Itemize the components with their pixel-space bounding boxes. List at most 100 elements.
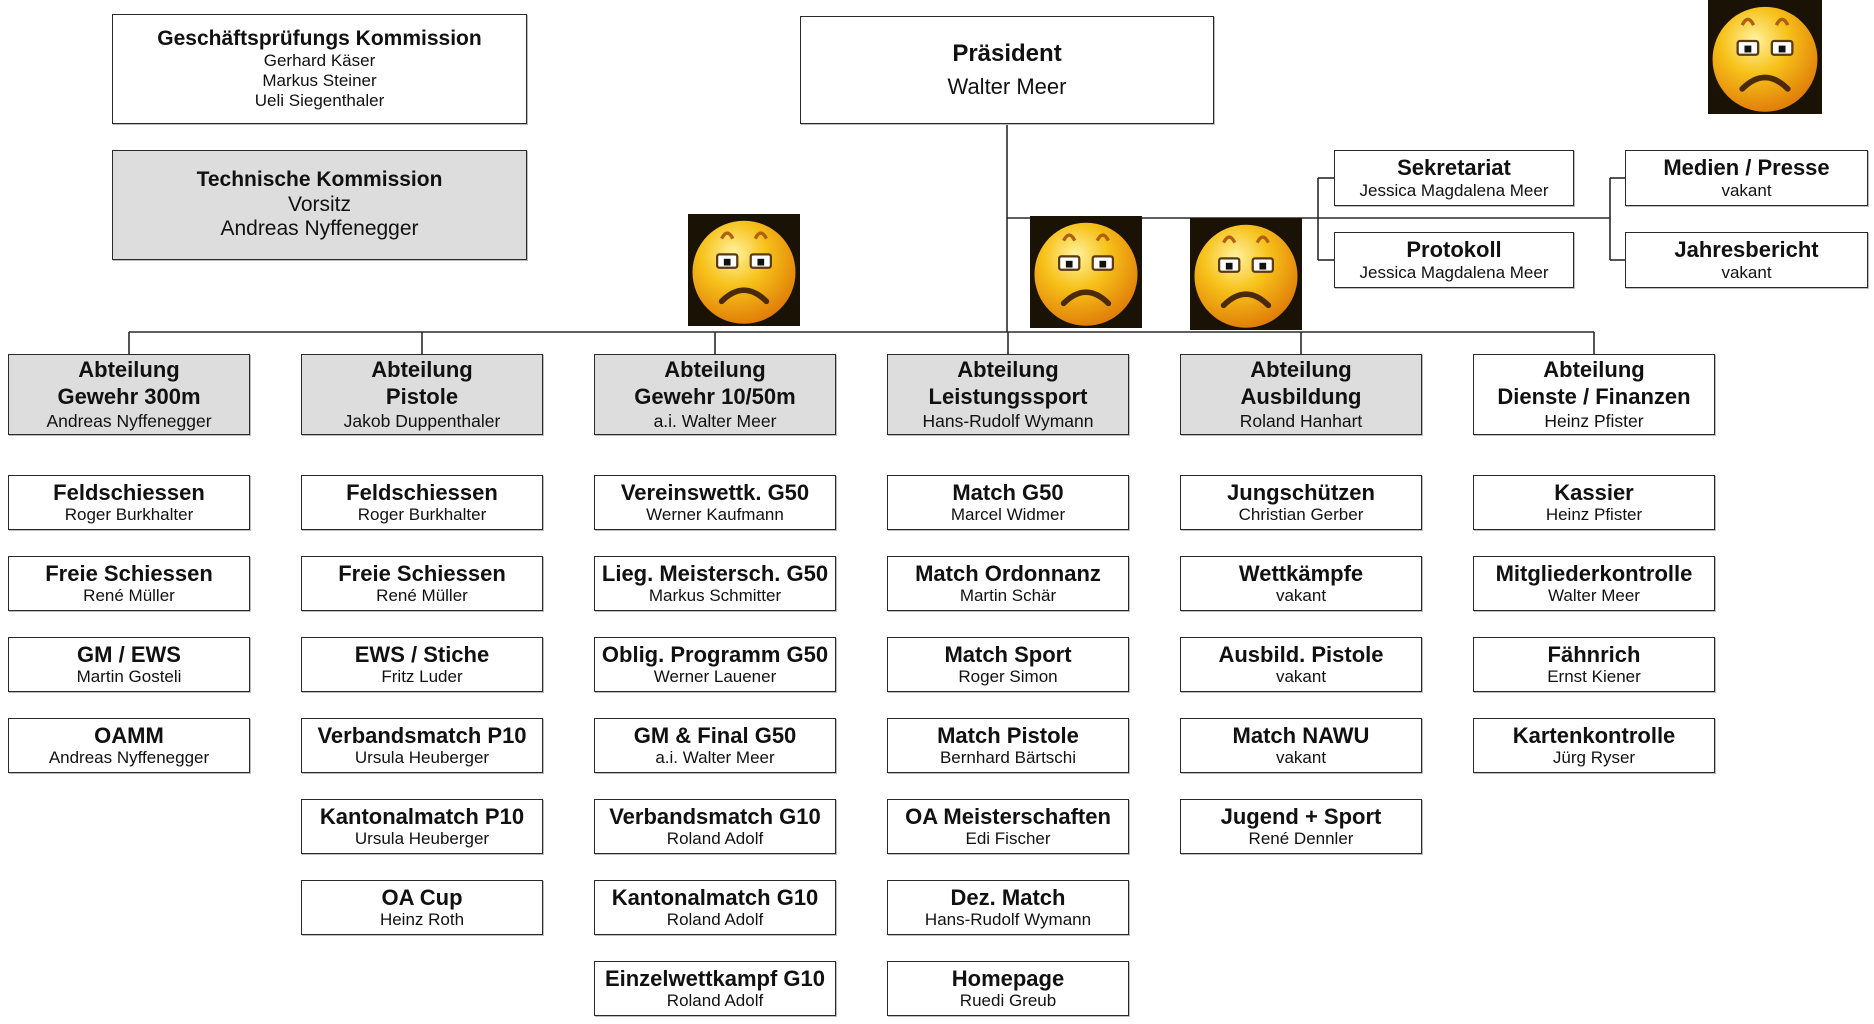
task-title: GM & Final G50 xyxy=(633,722,797,748)
president-title: Präsident xyxy=(952,39,1062,67)
task-name: Werner Kaufmann xyxy=(646,505,784,525)
gpk-member: Markus Steiner xyxy=(262,71,377,91)
task-name: Heinz Pfister xyxy=(1545,505,1643,525)
task-name: René Müller xyxy=(376,586,468,606)
department-title-line1: Abteilung xyxy=(664,357,766,383)
task-name: Martin Gosteli xyxy=(76,667,182,687)
department-head: Hans-Rudolf Wymann xyxy=(922,411,1094,432)
task-name: vakant xyxy=(1275,748,1327,768)
task-name: Ruedi Greub xyxy=(959,991,1057,1011)
task-title: Freie Schiessen xyxy=(45,560,213,586)
task-title: Oblig. Programm G50 xyxy=(601,641,829,667)
task-title: Kartenkontrolle xyxy=(1512,722,1676,748)
task-title: Fähnrich xyxy=(1547,641,1641,667)
department-head: a.i. Walter Meer xyxy=(653,411,777,432)
task-name: Marcel Widmer xyxy=(950,505,1066,525)
task-title: Match NAWU xyxy=(1232,722,1370,748)
department-title-line1: Abteilung xyxy=(1250,357,1352,383)
task-name: Ursula Heuberger xyxy=(354,748,490,768)
staff-title: Jahresbericht xyxy=(1674,237,1819,262)
task-title: GM / EWS xyxy=(77,641,181,667)
task-title: Jugend + Sport xyxy=(1220,803,1382,829)
department-title-line1: Abteilung xyxy=(78,357,180,383)
task-title: Feldschiessen xyxy=(53,479,205,505)
department-title-line1: Abteilung xyxy=(371,357,473,383)
task-title: Dez. Match xyxy=(950,884,1066,910)
task-title: OA Cup xyxy=(381,884,463,910)
gpk-member: Ueli Siegenthaler xyxy=(254,91,385,111)
task-name: Andreas Nyffenegger xyxy=(48,748,210,768)
task-title: Match Pistole xyxy=(937,722,1079,748)
task-name: vakant xyxy=(1275,586,1327,606)
department-head: Jakob Duppenthaler xyxy=(343,411,501,432)
tk-title: Technische Kommission xyxy=(196,167,443,191)
task-title: Homepage xyxy=(951,965,1065,991)
task-title: Feldschiessen xyxy=(346,479,498,505)
task-name: Martin Schär xyxy=(959,586,1057,606)
gpk-title: Geschäftsprüfungs Kommission xyxy=(157,26,482,50)
department-head: Andreas Nyffenegger xyxy=(46,411,212,432)
tk-line2: Andreas Nyffenegger xyxy=(220,217,419,241)
task-name: Roland Adolf xyxy=(666,910,764,930)
sad-face-icon xyxy=(1190,218,1302,330)
task-title: Kassier xyxy=(1554,479,1634,505)
president-name: Walter Meer xyxy=(947,74,1067,100)
department-head: Heinz Pfister xyxy=(1544,411,1644,432)
task-name: Ernst Kiener xyxy=(1547,667,1641,687)
task-title: Einzelwettkampf G10 xyxy=(604,965,826,991)
task-title: Verbandsmatch G10 xyxy=(609,803,821,829)
task-title: Ausbild. Pistole xyxy=(1218,641,1384,667)
task-name: Markus Schmitter xyxy=(648,586,782,606)
department-title-line2: Gewehr 10/50m xyxy=(634,383,796,409)
staff-name: vakant xyxy=(1721,180,1772,200)
gpk-member: Gerhard Käser xyxy=(263,51,376,71)
sad-face-icon xyxy=(688,214,800,326)
staff-name: vakant xyxy=(1721,262,1772,282)
task-title: Freie Schiessen xyxy=(338,560,506,586)
task-title: Kantonalmatch P10 xyxy=(319,803,525,829)
task-name: Werner Lauener xyxy=(653,667,777,687)
task-name: Heinz Roth xyxy=(379,910,465,930)
task-name: Ursula Heuberger xyxy=(354,829,490,849)
task-name: a.i. Walter Meer xyxy=(655,748,775,768)
department-title-line2: Leistungssport xyxy=(928,383,1088,409)
task-title: Kantonalmatch G10 xyxy=(611,884,819,910)
sad-face-icon xyxy=(1708,0,1822,114)
task-name: Roger Simon xyxy=(958,667,1058,687)
task-title: Match Ordonnanz xyxy=(915,560,1101,586)
department-title-line2: Gewehr 300m xyxy=(57,383,201,409)
department-title-line1: Abteilung xyxy=(957,357,1059,383)
task-title: Mitgliederkontrolle xyxy=(1495,560,1693,586)
task-name: Jürg Ryser xyxy=(1552,748,1636,768)
